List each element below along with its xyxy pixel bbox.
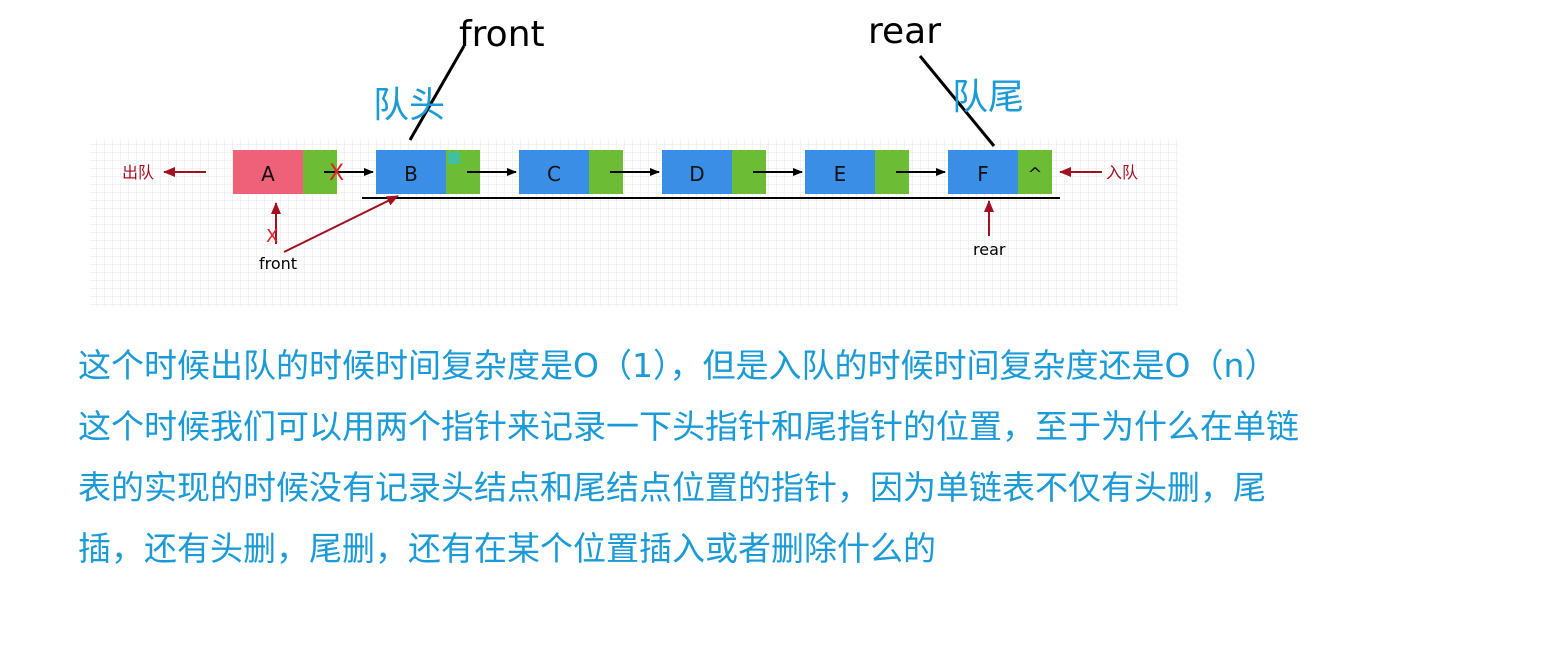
node-label: B (404, 162, 418, 186)
queue-tail-label: 队尾 (952, 77, 1025, 118)
queue-head-label: 队头 (373, 85, 446, 126)
broken-link-cross: X (329, 161, 344, 186)
front-pointer-line (408, 45, 466, 141)
description-line: 表的实现的时候没有记录头结点和尾结点位置的指针，因为单链表不仅有头删，尾 (78, 468, 1266, 507)
dequeue-label: 出队 (122, 163, 154, 182)
front-old-cross: X (266, 226, 278, 247)
description-line: 插，还有头删，尾删，还有在某个位置插入或者删除什么的 (78, 529, 936, 568)
nodes-layer: A X B C D E F ^ (233, 150, 1052, 194)
front-bottom-label: front (259, 254, 297, 273)
node-label: A (261, 162, 275, 186)
node-label: F (977, 162, 989, 186)
next-highlight (448, 152, 460, 164)
enqueue-label: 入队 (1106, 163, 1138, 182)
rear-pointer-line (918, 55, 996, 147)
rear-bottom-label: rear (973, 240, 1006, 259)
node-data-field (662, 150, 732, 194)
description-line: 这个时候我们可以用两个指针来记录一下头指针和尾指针的位置，至于为什么在单链 (78, 407, 1299, 446)
front-top-label: front (459, 14, 545, 55)
node-label: E (834, 162, 847, 186)
node-data-field (948, 150, 1018, 194)
node-data-field (519, 150, 589, 194)
node-label: C (547, 162, 561, 186)
node-data-field (376, 150, 446, 194)
node-data-field (233, 150, 303, 194)
front-new-arrow (283, 195, 399, 253)
node-null-marker: ^ (1027, 164, 1042, 185)
node-data-field (805, 150, 875, 194)
node-label: D (689, 162, 704, 186)
node-next-field (1018, 150, 1052, 194)
description: 这个时候出队的时候时间复杂度是O（1），但是入队的时候时间复杂度还是O（n） 这… (78, 335, 1498, 579)
rear-top-label: rear (868, 11, 942, 52)
description-line: 这个时候出队的时候时间复杂度是O（1），但是入队的时候时间复杂度还是O（n） (78, 346, 1278, 385)
